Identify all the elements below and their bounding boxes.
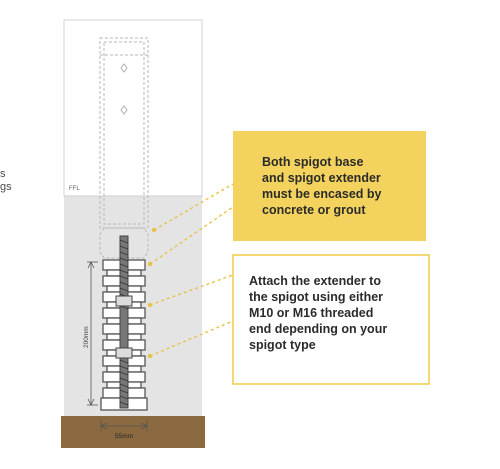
hole-upper-area [63,19,203,197]
encase-callout-text: Both spigot base and spigot extender mus… [262,155,382,217]
encase-line-2: and spigot extender [262,171,381,185]
leader-lines [149,183,234,357]
attach-callout-text: Attach the extender to the spigot using … [249,274,387,352]
attach-line-2: the spigot using either [249,290,383,304]
width-label: 55mm [115,433,133,440]
leader-dots [147,227,157,359]
height-label: 200mm [83,326,90,348]
coupler-nuts [115,295,133,359]
encase-callout-box [233,131,426,241]
threaded-rod [119,235,129,409]
cut-off-text-1: s [0,168,6,180]
encase-line-1: Both spigot base [262,155,363,169]
cut-off-text-2: gs [0,181,12,193]
attach-line-4: end depending on your [249,322,387,336]
attach-line-1: Attach the extender to [249,274,381,288]
post-fixings [120,63,128,115]
encase-line-3: must be encased by [262,187,382,201]
soil-base [61,416,205,448]
post-outline [99,37,149,229]
width-dimension [100,420,148,431]
spigot-collar-outline [99,227,149,259]
attach-line-5: spigot type [249,338,316,352]
encase-line-4: concrete or grout [262,203,366,217]
height-dimension [87,261,98,406]
attach-line-3: M10 or M16 threaded [249,306,373,320]
ffl-label: FFL [69,186,80,192]
attach-callout-box [232,254,430,385]
